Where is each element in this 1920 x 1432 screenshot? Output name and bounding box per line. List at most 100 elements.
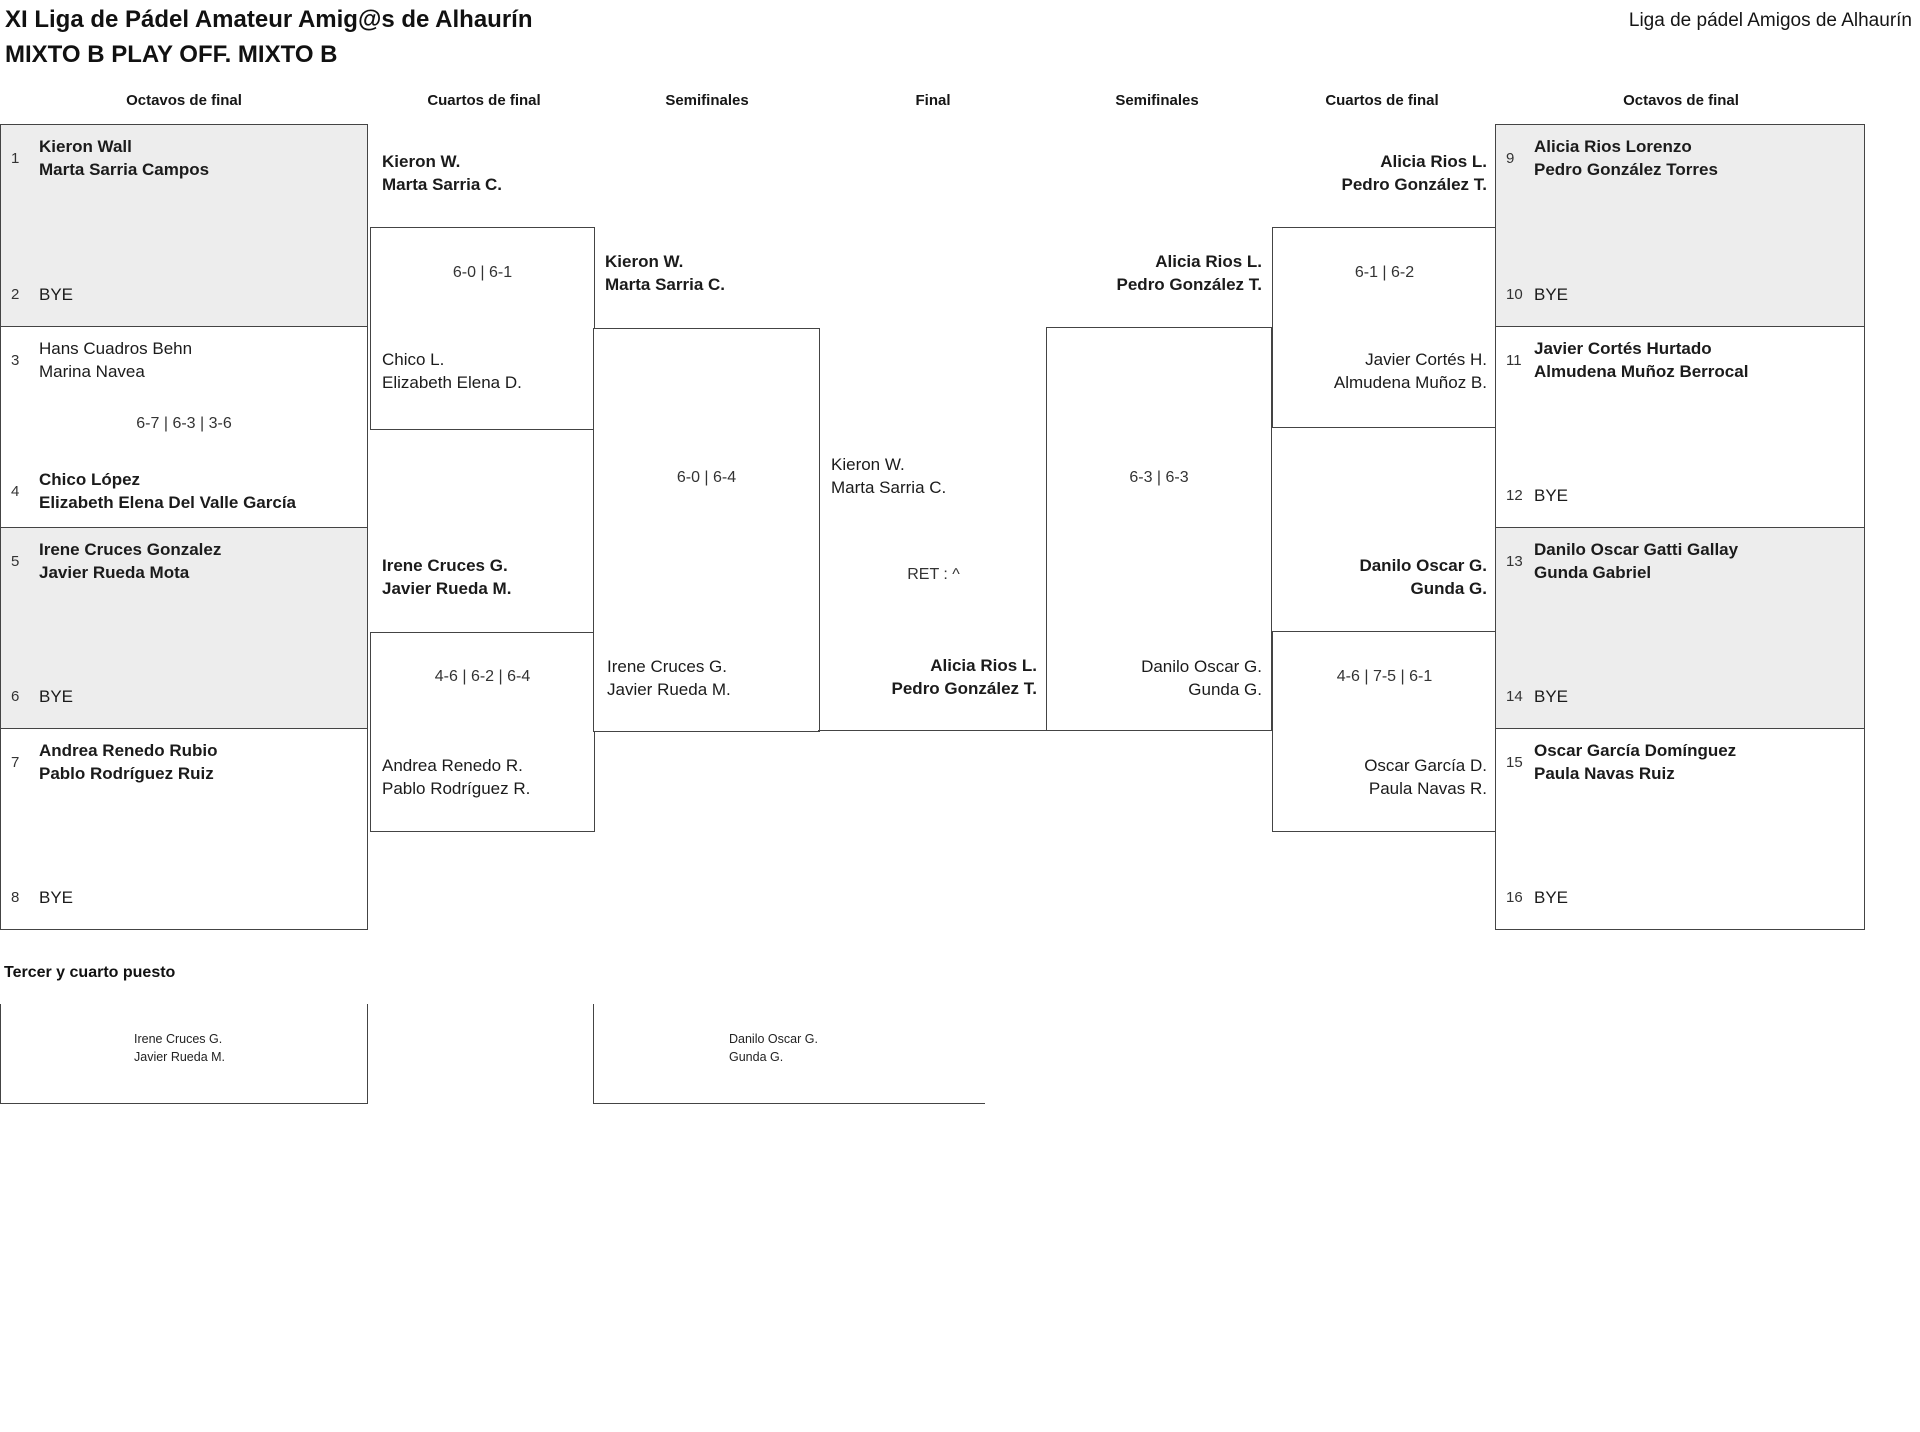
bye-label: BYE [1534,888,1569,907]
round-header-final: Final [915,92,951,109]
bracket-slot: 14 BYE [1506,685,1858,708]
seed-number: 10 [1506,286,1523,303]
player-name: Marta Sarria C. [605,275,725,294]
winner-label: Irene Cruces G. Javier Rueda M. [382,554,511,600]
round-header-cuartos-right: Cuartos de final [1325,92,1439,109]
player-name: Elizabeth Elena Del Valle García [39,493,297,512]
player-name: Elizabeth Elena D. [382,373,522,392]
loser-label: Danilo Oscar G. Gunda G. [1141,655,1262,701]
player-name: Danilo Oscar G. [1359,556,1487,575]
match-box-cuartos-right-2 [1272,631,1497,832]
seed-number: 5 [11,552,20,570]
match-box-octavos-3-4: 3 Hans Cuadros Behn Marina Navea 4 Chico… [0,327,368,528]
round-header-octavos-left: Octavos de final [126,92,242,109]
player-name: Irene Cruces G. [382,556,508,575]
player-name: Andrea Renedo R. [382,756,523,775]
player-name: Kieron W. [831,455,905,474]
seed-number: 2 [11,286,20,303]
bracket-slot: 12 BYE [1506,484,1858,507]
seed-number: 4 [11,482,20,500]
player-name: Pedro González T. [891,679,1037,698]
bracket-slot: 10 BYE [1506,283,1858,306]
page-title-line1: XI Liga de Pádel Amateur Amig@s de Alhau… [5,6,533,33]
match-box-semifinal-left [593,328,820,732]
third-place-team-right: Danilo Oscar G. Gunda G. [729,1030,818,1066]
player-name: Danilo Oscar G. [729,1032,818,1046]
winner-label: Danilo Oscar G. Gunda G. [1359,554,1487,600]
player-name: Almudena Muñoz Berrocal [1534,362,1749,381]
round-header-semis-left: Semifinales [665,92,749,109]
final-finalist-top: Kieron W. Marta Sarria C. [831,453,946,499]
bracket-slot: 1 Kieron Wall Marta Sarria Campos [11,135,361,181]
match-box-octavos-7-8: 7 Andrea Renedo Rubio Pablo Rodríguez Ru… [0,729,368,930]
seed-number: 6 [11,688,20,705]
player-name: Marta Sarria Campos [39,160,210,179]
player-name: Pablo Rodríguez R. [382,779,531,798]
player-name: Gunda G. [1410,579,1488,598]
match-box-cuartos-left-1 [370,227,595,430]
seed-number: 7 [11,753,20,771]
match-box-octavos-13-14: 13 Danilo Oscar Gatti Gallay Gunda Gabri… [1495,528,1865,729]
player-name: Pedro González T. [1341,175,1487,194]
bracket-slot: 15 Oscar García Domínguez Paula Navas Ru… [1506,739,1858,785]
match-score: 6-3 | 6-3 [1129,469,1189,486]
match-score: 6-0 | 6-4 [676,469,737,486]
seed-number: 3 [11,351,20,369]
bracket-slot: 5 Irene Cruces Gonzalez Javier Rueda Mot… [11,538,361,584]
winner-label: Alicia Rios L. Pedro González T. [1342,150,1487,196]
player-name: Oscar García D. [1364,756,1487,775]
page-title-line2: MIXTO B PLAY OFF. MIXTO B [5,41,338,68]
third-place-slot-right [593,1004,985,1104]
final-bottom-line [818,730,1048,731]
bracket-slot: 11 Javier Cortés Hurtado Almudena Muñoz … [1506,337,1858,383]
league-name: Liga de pádel Amigos de Alhaurín [1628,10,1912,31]
player-name: Irene Cruces Gonzalez [39,540,222,559]
player-name: Pedro González Torres [1534,160,1718,179]
match-score: 6-7 | 6-3 | 3-6 [136,415,232,432]
player-name: Pedro González T. [1116,275,1262,294]
player-name: Javier Rueda M. [382,579,512,598]
loser-label: Oscar García D. Paula Navas R. [1364,754,1487,800]
bye-label: BYE [1534,687,1569,706]
loser-label: Javier Cortés H. Almudena Muñoz B. [1334,348,1487,394]
match-score: 6-0 | 6-1 [452,264,513,281]
loser-label: Chico L. Elizabeth Elena D. [382,348,522,394]
match-box-semifinal-right [1046,327,1272,731]
player-name: Javier Rueda M. [134,1050,226,1064]
player-name: Javier Rueda M. [607,680,731,699]
player-name: Kieron W. [605,252,684,271]
player-name: Kieron W. [382,152,461,171]
round-header-octavos-right: Octavos de final [1623,92,1739,109]
player-name: Alicia Rios Lorenzo [1534,137,1692,156]
player-name: Marina Navea [39,362,145,381]
match-box-octavos-1-2: 1 Kieron Wall Marta Sarria Campos 2 BYE [0,124,368,327]
winner-label: Alicia Rios L. Pedro González T. [1117,250,1262,296]
bye-label: BYE [39,687,74,706]
seed-number: 9 [1506,149,1515,167]
bracket-slot: 16 BYE [1506,886,1858,909]
player-name: Oscar García Domínguez [1534,741,1737,760]
match-score: 4-6 | 7-5 | 6-1 [1336,668,1433,685]
player-name: Almudena Muñoz B. [1333,373,1487,392]
player-name: Gunda G. [729,1050,784,1064]
seed-number: 8 [11,889,20,906]
bracket-slot: 4 Chico López Elizabeth Elena Del Valle … [11,468,361,514]
bracket-slot: 8 BYE [11,886,361,909]
bracket-slot: 13 Danilo Oscar Gatti Gallay Gunda Gabri… [1506,538,1858,584]
seed-number: 15 [1506,753,1523,771]
bracket-slot: 9 Alicia Rios Lorenzo Pedro González Tor… [1506,135,1858,181]
winner-label: Kieron W. Marta Sarria C. [605,250,725,296]
player-name: Danilo Oscar G. [1141,657,1262,676]
third-place-heading: Tercer y cuarto puesto [4,964,176,981]
seed-number: 14 [1506,688,1523,705]
bye-label: BYE [1534,486,1569,505]
final-winner: Alicia Rios L. Pedro González T. [892,654,1037,700]
player-name: Alicia Rios L. [1380,152,1487,171]
bracket-slot: 2 BYE [11,283,361,306]
match-score: 4-6 | 6-2 | 6-4 [434,668,531,685]
page-title: XI Liga de Pádel Amateur Amig@s de Alhau… [5,2,533,72]
seed-number: 12 [1506,487,1523,504]
loser-label: Irene Cruces G. Javier Rueda M. [607,655,731,701]
match-box-cuartos-right-1 [1272,227,1497,428]
player-name: Paula Navas R. [1368,779,1487,798]
